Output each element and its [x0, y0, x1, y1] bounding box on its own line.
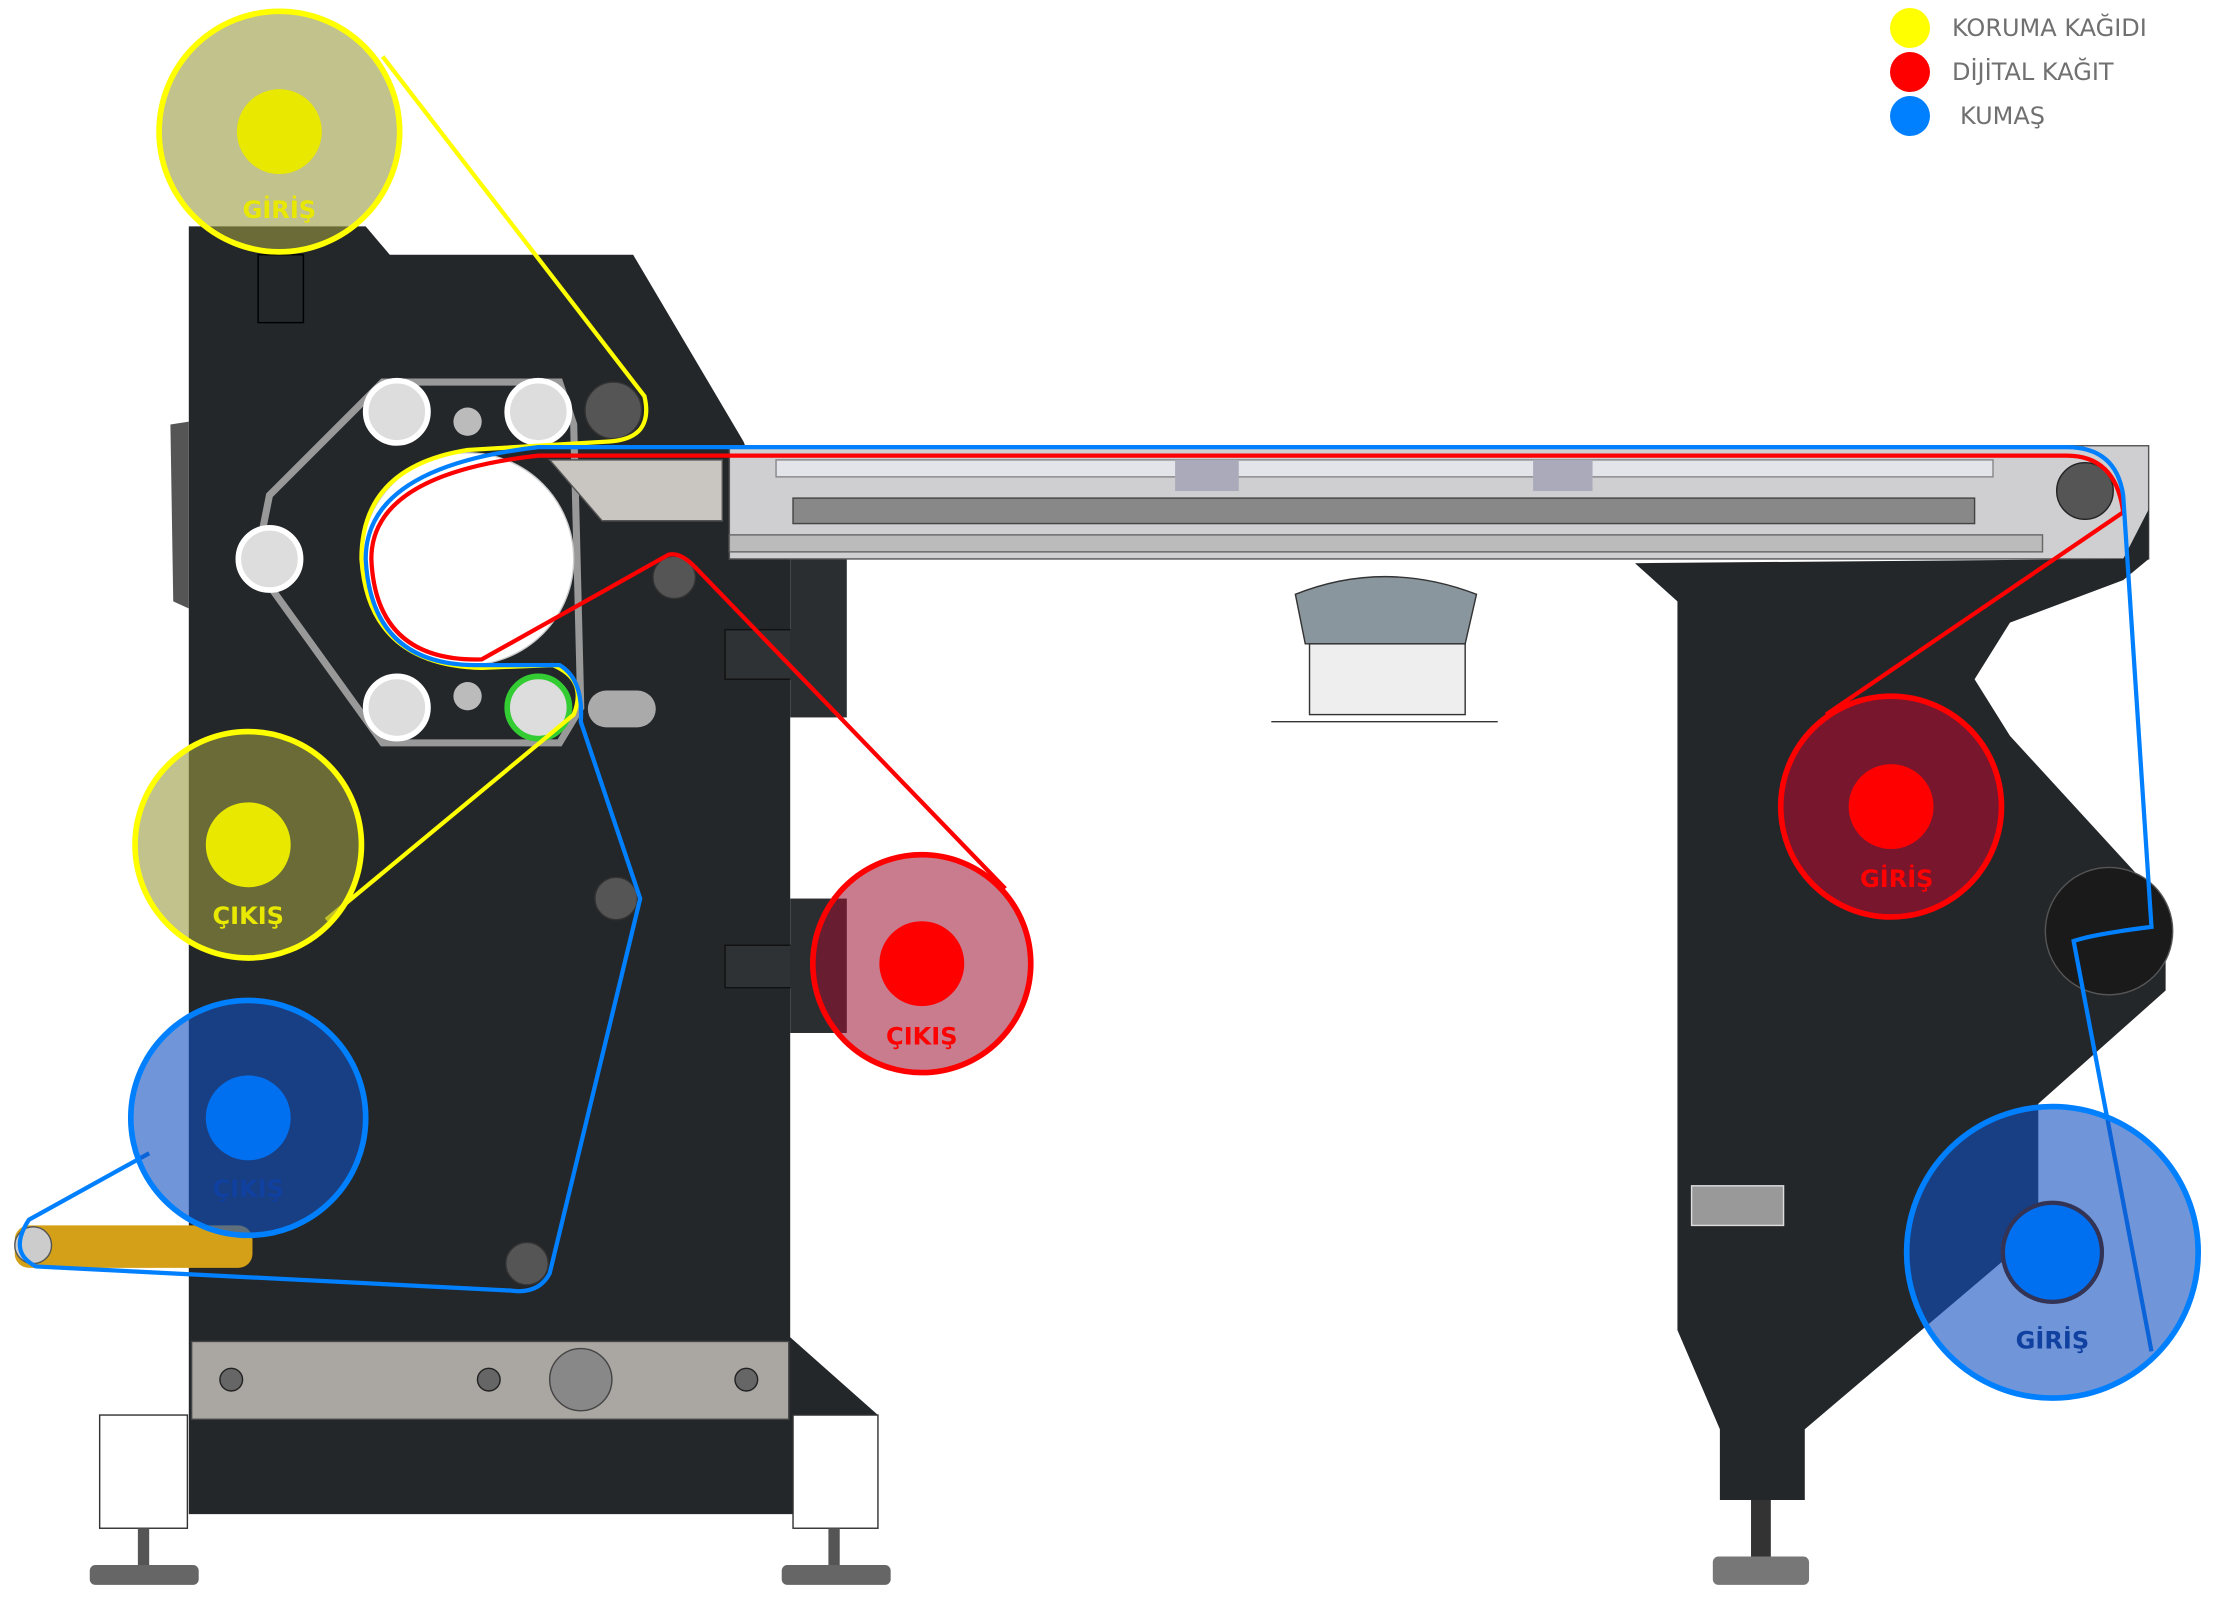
legend-label: DİJİTAL KAĞIT [1952, 58, 2114, 86]
legend-item-fabric: KUMAŞ [1890, 94, 2147, 138]
digital-paper-path [369, 453, 2126, 891]
blue-dot-icon [1890, 96, 1930, 136]
roll-digital-in: GİRİŞ [1777, 693, 2005, 920]
legend: KORUMA KAĞIDI DİJİTAL KAĞIT KUMAŞ [1890, 6, 2147, 138]
yellow-dot-icon [1890, 8, 1930, 48]
roll-label: GİRİŞ [2016, 1326, 2089, 1355]
protective-paper-path [324, 55, 649, 922]
roll-label: GİRİŞ [1860, 864, 1933, 893]
roll-digital-out: ÇIKIŞ [810, 851, 1034, 1076]
roll-fabric-out: ÇIKIŞ [127, 997, 369, 1239]
fabric-path [17, 445, 2154, 1352]
legend-label: KUMAŞ [1960, 102, 2046, 130]
legend-item-protective-paper: KORUMA KAĞIDI [1890, 6, 2147, 50]
table-beam [728, 445, 2150, 723]
roll-label: ÇIKIŞ [212, 1175, 284, 1203]
roll-fabric-in: GİRİŞ [1903, 1103, 2201, 1401]
roll-label: ÇIKIŞ [212, 902, 284, 930]
roll-label: ÇIKIŞ [886, 1022, 958, 1050]
legend-item-digital-paper: DİJİTAL KAĞIT [1890, 50, 2147, 94]
red-dot-icon [1890, 52, 1930, 92]
left-frame [14, 226, 891, 1585]
roll-protective-out: ÇIKIŞ [132, 728, 365, 961]
legend-label: KORUMA KAĞIDI [1952, 14, 2147, 42]
roll-label: GİRİŞ [243, 195, 316, 224]
roll-protective-in: GİRİŞ [156, 8, 403, 255]
material-paths [17, 55, 2154, 1352]
